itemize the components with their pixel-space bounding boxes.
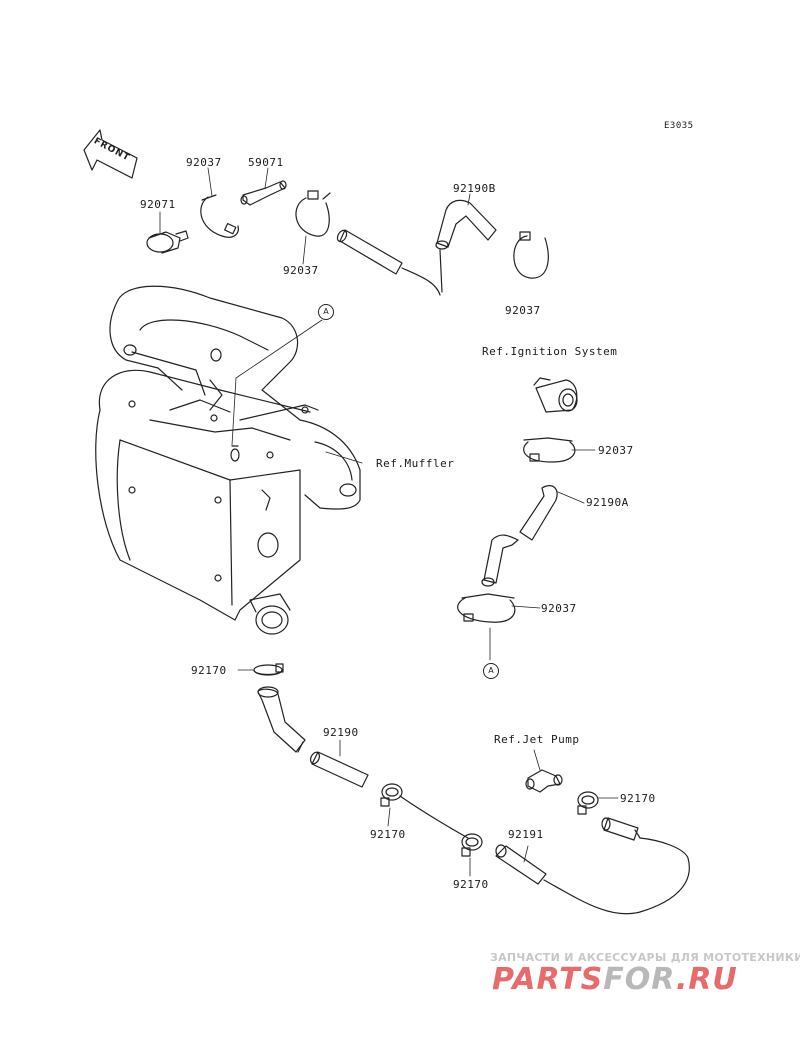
callout-a-upper: A [318,304,334,320]
part-label-92170-d[interactable]: 92170 [620,792,656,805]
engine-assembly [95,285,361,635]
part-short-hose [601,817,639,841]
part-59071-fitting [240,180,287,206]
watermark-logo-ru: .RU [675,962,738,997]
part-92191-hose [495,829,690,915]
part-label-92190B[interactable]: 92190B [453,182,496,195]
ref-ignition-system[interactable]: Ref.Ignition System [482,345,618,358]
watermark-logo-parts: PARTS [492,962,604,997]
part-92190-hose [309,739,369,788]
ignition-fitting [533,377,578,413]
part-92170-clamp-3 [461,833,483,857]
part-label-92037-b[interactable]: 92037 [283,264,319,277]
part-92037-clamp-4 [523,437,576,463]
diagram-code: E3035 [664,121,694,131]
part-label-92170-b[interactable]: 92170 [370,828,406,841]
part-92037-clamp-1 [200,194,239,238]
part-92170-clamp-4 [577,791,599,815]
part-92071-drain-plug [146,230,189,254]
watermark-logo-for: FOR [603,962,676,997]
part-label-92170-a[interactable]: 92170 [191,664,227,677]
part-label-92037-a[interactable]: 92037 [186,156,222,169]
part-hose-upper [336,229,441,296]
part-label-92191[interactable]: 92191 [508,828,544,841]
part-label-59071[interactable]: 59071 [248,156,284,169]
part-label-92190A[interactable]: 92190A [586,496,629,509]
part-92190B-elbow-hose [435,199,497,293]
watermark-caption: ЗАПЧАСТИ И АКСЕССУАРЫ ДЛЯ МОТОТЕХНИКИ [490,951,800,964]
part-label-92071[interactable]: 92071 [140,198,176,211]
part-92190A-hose [481,485,558,587]
watermark-logo: PARTSFOR.RU [492,962,738,997]
part-92037-clamp-2 [295,190,331,237]
part-92170-clamp-1 [253,663,284,676]
front-arrow-icon [83,129,138,179]
part-label-92170-c[interactable]: 92170 [453,878,489,891]
ref-jet-pump[interactable]: Ref.Jet Pump [494,733,580,746]
part-92037-clamp-3 [513,231,549,279]
part-label-92190[interactable]: 92190 [323,726,359,739]
part-label-92037-c[interactable]: 92037 [505,304,541,317]
part-label-92037-d[interactable]: 92037 [598,444,634,457]
part-92170-clamp-2 [380,783,403,807]
jet-pump-fitting [525,749,563,793]
part-hose-bend [257,686,306,753]
part-92037-clamp-5 [457,593,516,623]
ref-muffler[interactable]: Ref.Muffler [376,457,455,470]
callout-a-lower: A [483,663,499,679]
part-label-92037-e[interactable]: 92037 [541,602,577,615]
